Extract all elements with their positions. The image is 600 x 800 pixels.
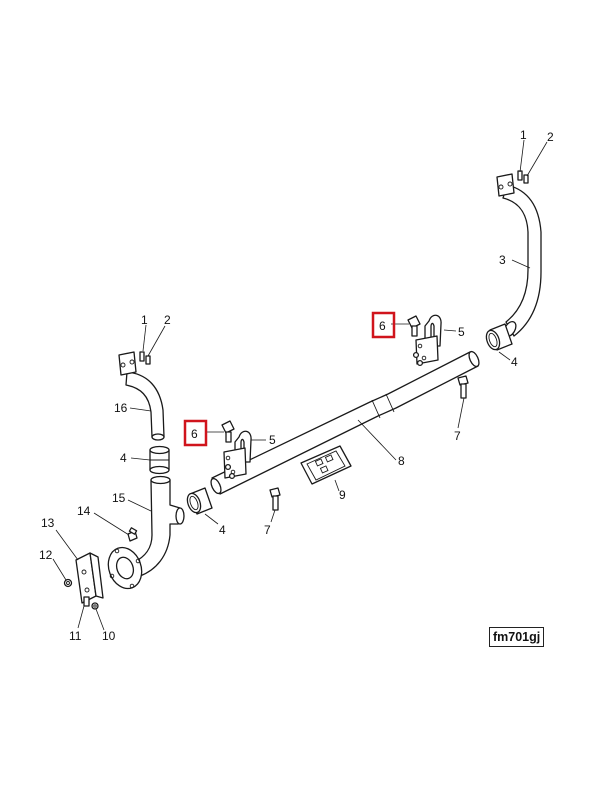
- callout-3: 3: [499, 253, 506, 267]
- bolt-left-top[interactable]: [139, 351, 151, 365]
- callout-12: 12: [39, 548, 53, 562]
- callout-1-left: 1: [141, 313, 148, 327]
- highlight-box-left: [183, 419, 208, 447]
- callout-4-left-bottom: 4: [219, 523, 226, 537]
- leader-lines: [52, 139, 548, 631]
- hanger-bracket-right[interactable]: [412, 314, 442, 367]
- callout-14: 14: [77, 504, 91, 518]
- callout-16: 16: [114, 401, 128, 415]
- clamp-left-top[interactable]: [149, 445, 170, 475]
- mounting-bracket[interactable]: [75, 552, 104, 604]
- callout-6-right: 6: [379, 319, 386, 333]
- nut-12[interactable]: [63, 578, 73, 588]
- tailpipe-right[interactable]: [502, 184, 542, 338]
- callout-labels: 1 2 3 6 5 4 7 8 9 1 2 16 6 5 4 4 7 15 14…: [39, 128, 554, 643]
- callout-15: 15: [112, 491, 126, 505]
- bolt-11[interactable]: [83, 596, 90, 607]
- bolt-7-right[interactable]: [457, 375, 469, 399]
- bolt-right-top[interactable]: [517, 170, 529, 184]
- washer-10[interactable]: [91, 602, 99, 610]
- heat-shield-plate[interactable]: [300, 445, 352, 485]
- callout-5-right: 5: [458, 325, 465, 339]
- callout-13: 13: [41, 516, 55, 530]
- callout-1-top: 1: [520, 128, 527, 142]
- hanger-bracket-left[interactable]: [223, 430, 252, 480]
- bolt-14[interactable]: [127, 527, 138, 542]
- callout-7-right: 7: [454, 429, 461, 443]
- callout-6-left: 6: [191, 427, 198, 441]
- main-pipe[interactable]: [209, 350, 481, 495]
- callout-7-left: 7: [264, 523, 271, 537]
- callout-10: 10: [102, 629, 116, 643]
- callout-4-right: 4: [511, 355, 518, 369]
- flange-right-top[interactable]: [496, 173, 515, 197]
- callout-8: 8: [398, 454, 405, 468]
- callout-4-left-top: 4: [120, 451, 127, 465]
- flange-left-top[interactable]: [118, 351, 137, 376]
- callout-9: 9: [339, 488, 346, 502]
- callout-11: 11: [69, 629, 82, 643]
- clamp-left-bottom[interactable]: [185, 487, 213, 515]
- bolt-7-left[interactable]: [269, 487, 281, 511]
- callout-2-top: 2: [547, 130, 554, 144]
- y-pipe-elbow[interactable]: [133, 475, 185, 577]
- clamp-right[interactable]: [484, 323, 513, 351]
- callout-2-left: 2: [164, 313, 171, 327]
- figure-id-label: fm701gj: [489, 627, 545, 647]
- exhaust-flange-round[interactable]: [103, 543, 147, 593]
- front-pipe-left[interactable]: [125, 371, 165, 441]
- hanger-bolt-left[interactable]: [221, 420, 235, 443]
- callout-5-left: 5: [269, 433, 276, 447]
- hanger-bolt-right[interactable]: [407, 315, 421, 337]
- highlight-box-right: [371, 311, 396, 339]
